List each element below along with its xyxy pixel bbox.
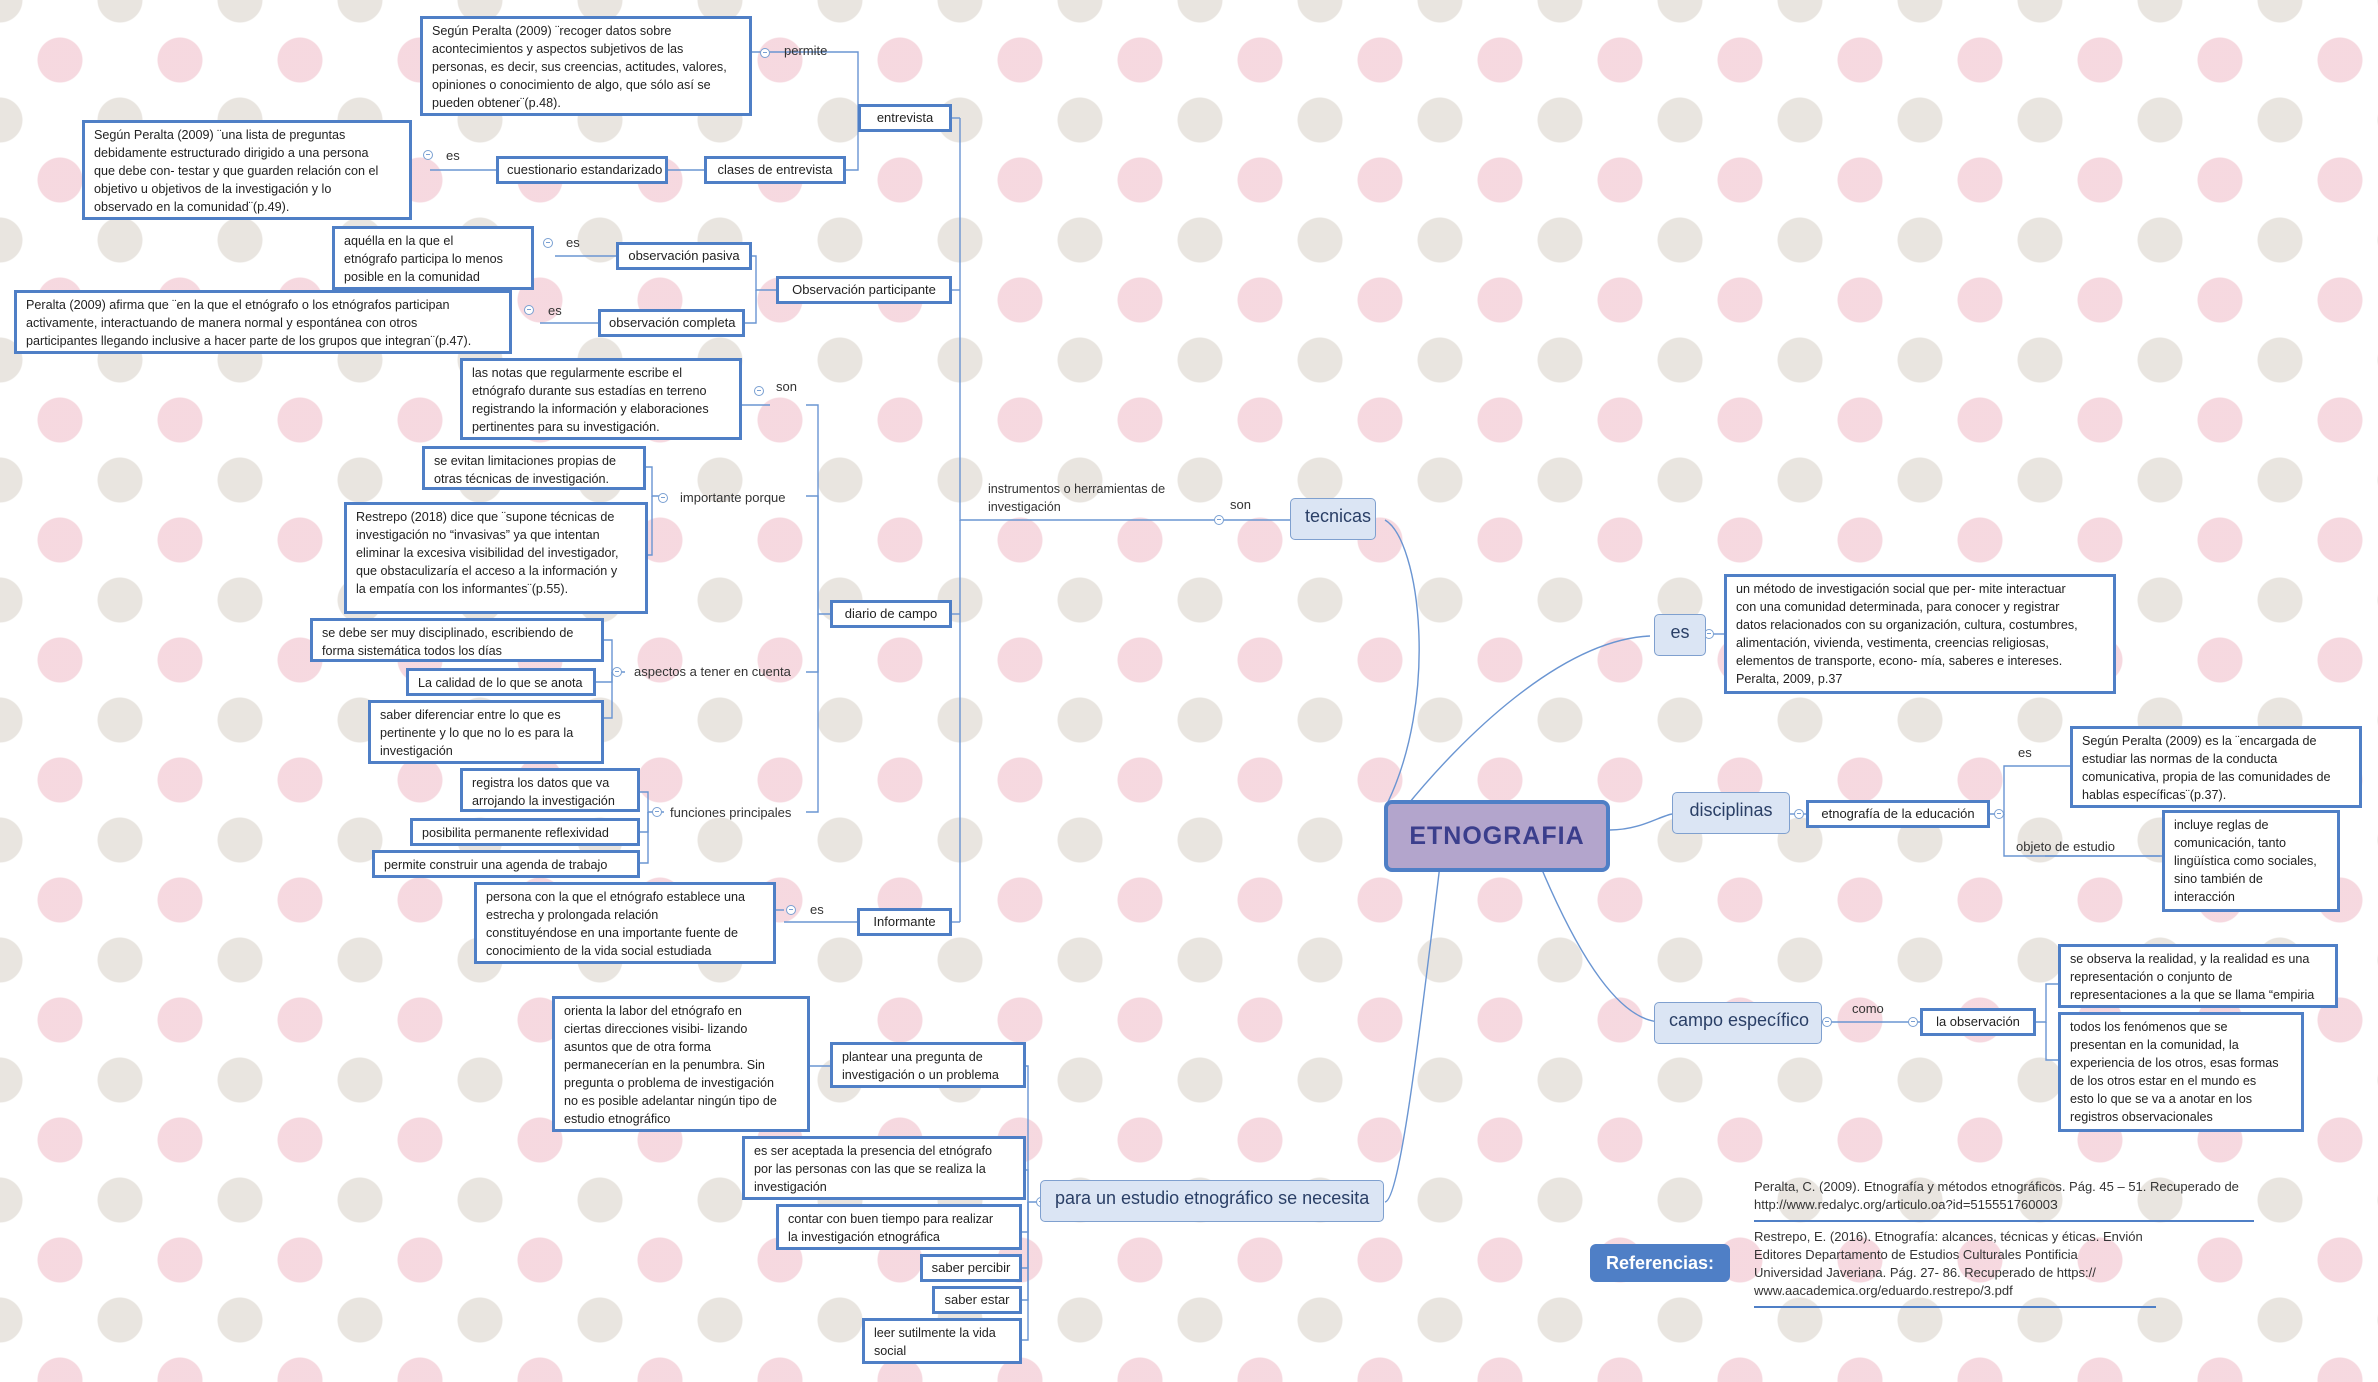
cuestionario-es-label: es [446,148,460,163]
collapse-toggle-icon[interactable] [786,905,796,915]
aceptada-node[interactable]: es ser aceptada la presencia del etnógra… [742,1136,1026,1200]
estar-node[interactable]: saber estar [932,1286,1022,1314]
collapse-toggle-icon[interactable] [543,238,553,248]
disciplinas-es-label: es [2018,745,2032,760]
collapse-toggle-icon[interactable] [754,386,764,396]
informante-node[interactable]: Informante [857,908,952,936]
objeto-estudio-quote: incluye reglas de comunicación, tanto li… [2162,810,2340,912]
diario-son-quote: las notas que regularmente escribe el et… [460,358,742,440]
permite-label: permite [784,43,828,58]
plantear-quote: orienta la labor del etnógrafo en cierta… [552,996,810,1132]
collapse-toggle-icon[interactable] [1214,515,1224,525]
aspectos-quote-2: La calidad de lo que se anota [406,668,596,696]
instrumentos-label: instrumentos o herramientas de investiga… [988,482,1166,514]
collapse-toggle-icon[interactable] [612,667,622,677]
campo-quote-1: se observa la realidad, y la realidad es… [2058,944,2338,1008]
collapse-toggle-icon[interactable] [1794,809,1804,819]
completa-quote: Peralta (2009) afirma que ¨en la que el … [14,290,512,354]
importante-quote-2: Restrepo (2018) dice que ¨supone técnica… [344,502,648,614]
etnografia-educacion-node[interactable]: etnografía de la educación [1806,800,1990,828]
entrevista-node[interactable]: entrevista [858,104,952,132]
aspectos-label: aspectos a tener en cuenta [634,664,791,679]
referencia-restrepo: Restrepo, E. (2016). Etnografía: alcance… [1754,1228,2156,1308]
tiempo-node[interactable]: contar con buen tiempo para realizar la … [776,1204,1022,1250]
aspectos-quote-3: saber diferenciar entre lo que es pertin… [368,700,604,764]
importante-label: importante porque [680,490,786,505]
funciones-label: funciones principales [670,805,792,820]
la-observacion-node[interactable]: la observación [1920,1008,2036,1036]
plantear-node[interactable]: plantear una pregunta de investigación o… [830,1042,1026,1088]
pasiva-es-label: es [566,235,580,250]
disciplinas-es-quote: Según Peralta (2009) es la ¨encargada de… [2070,726,2362,808]
cuestionario-quote: Según Peralta (2009) ¨una lista de pregu… [82,120,412,220]
central-topic[interactable]: ETNOGRAFIA [1384,800,1610,872]
funciones-quote-2: posibilita permanente reflexividad [410,818,640,846]
collapse-toggle-icon[interactable] [658,493,668,503]
cuestionario-node[interactable]: cuestionario estandarizado [496,156,668,184]
campo-como-label: como [1852,1001,1884,1016]
referencias-header[interactable]: Referencias: [1590,1244,1730,1282]
campo-quote-2: todos los fenómenos que se presentan en … [2058,1012,2304,1132]
collapse-toggle-icon[interactable] [423,150,433,160]
collapse-toggle-icon[interactable] [760,48,770,58]
informante-es-label: es [810,902,824,917]
informante-quote: persona con la que el etnógrafo establec… [474,882,776,964]
funciones-quote-3: permite construir una agenda de trabajo [372,850,640,878]
collapse-toggle-icon[interactable] [1994,809,2004,819]
importante-quote-1: se evitan limitaciones propias de otras … [422,446,646,490]
observacion-participante-node[interactable]: Observación participante [776,276,952,304]
disciplinas-node[interactable]: disciplinas [1672,792,1790,834]
observacion-completa-node[interactable]: observación completa [598,309,745,337]
collapse-toggle-icon[interactable] [524,305,534,315]
funciones-quote-1: registra los datos que va arrojando la i… [460,768,640,812]
clases-entrevista-node[interactable]: clases de entrevista [704,156,846,184]
tecnicas-node[interactable]: tecnicas [1290,498,1376,540]
diario-campo-node[interactable]: diario de campo [830,600,952,628]
objeto-estudio-label: objeto de estudio [2016,839,2116,854]
pasiva-quote: aquélla en la que el etnógrafo participa… [332,226,534,290]
estudio-node[interactable]: para un estudio etnográfico se necesita [1040,1180,1384,1222]
collapse-toggle-icon[interactable] [652,807,662,817]
completa-es-label: es [548,303,562,318]
collapse-toggle-icon[interactable] [1822,1017,1832,1027]
es-quote: un método de investigación social que pe… [1724,574,2116,694]
leer-node[interactable]: leer sutilmente la vida social [862,1318,1022,1364]
collapse-toggle-icon[interactable] [1908,1017,1918,1027]
observacion-pasiva-node[interactable]: observación pasiva [616,242,752,270]
aspectos-quote-1: se debe ser muy disciplinado, escribiend… [310,618,604,662]
referencia-peralta: Peralta, C. (2009). Etnografía y métodos… [1754,1178,2254,1222]
percibir-node[interactable]: saber percibir [920,1254,1022,1282]
permite-quote: Según Peralta (2009) ¨recoger datos sobr… [420,16,752,116]
es-node[interactable]: es [1654,614,1706,656]
tecnicas-son-label: son [1230,497,1251,512]
campo-especifico-node[interactable]: campo específico [1654,1002,1822,1044]
diario-son-label: son [776,379,797,394]
